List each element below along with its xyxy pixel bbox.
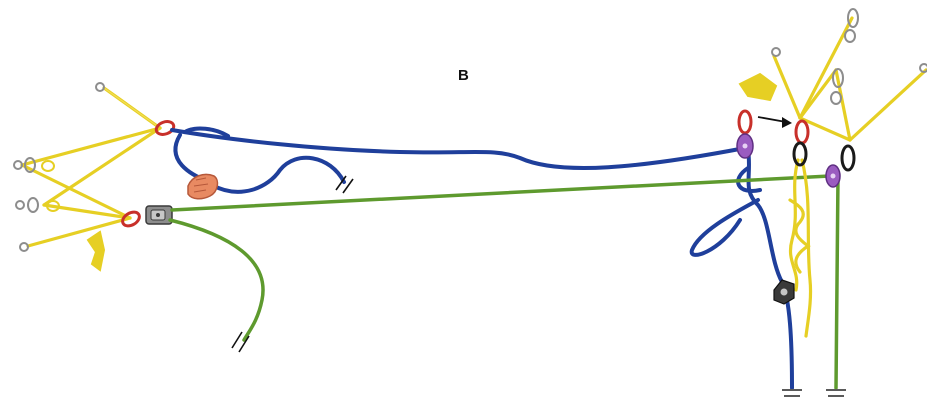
carabiner-icon (154, 120, 176, 136)
blue-rope (170, 126, 794, 390)
right-anchor-system (736, 8, 927, 397)
hand-icon (187, 173, 219, 200)
panel-label: B (458, 67, 469, 84)
anchor-bolt-icon (95, 82, 105, 92)
arrow-icon (757, 116, 792, 128)
pulley-icon (825, 164, 841, 188)
anchor-bolt-icon (919, 63, 927, 73)
right-yellow-cords (738, 16, 927, 338)
ground-anchor-icon (782, 389, 802, 397)
anchor-bolt-icon (844, 8, 859, 43)
ground-anchor-icon (826, 389, 846, 397)
pulley-icon (736, 133, 754, 159)
anchor-bolt-icon (19, 242, 29, 252)
cut-rope-marker-icon (335, 175, 354, 194)
rope-grab-icon (145, 205, 173, 225)
left-yellow-cords (20, 86, 162, 272)
carabiner-icon (121, 210, 141, 228)
anchor-bolt-icon (830, 68, 844, 105)
left-anchor-system (13, 82, 176, 272)
anchor-bolt-icon (771, 47, 781, 57)
carabiner-icon (792, 141, 808, 167)
carabiner-icon (840, 144, 856, 172)
belay-device-icon (773, 279, 795, 305)
carabiner-icon (737, 109, 753, 135)
carabiner-icon (794, 119, 810, 145)
cut-rope-marker-icon (231, 331, 250, 353)
anchor-bolt-icon (13, 157, 55, 173)
green-rope (168, 174, 840, 390)
anchor-bolt-icon (15, 197, 60, 213)
